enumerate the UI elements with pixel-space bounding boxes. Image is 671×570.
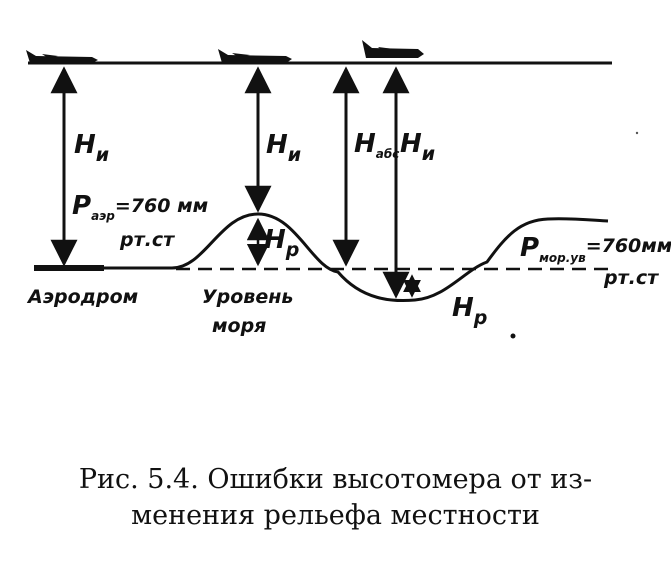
terrain-profile <box>104 212 609 303</box>
h-r-label: Hр <box>264 225 299 261</box>
h-r-label: Hр <box>452 293 487 329</box>
aircraft-icon <box>218 49 292 63</box>
h-i-label: Hи <box>400 129 435 165</box>
sea-level-label: моря <box>212 315 266 337</box>
h-i-label: Hи <box>266 130 301 166</box>
caption-line: менения рельефа местности <box>131 500 540 531</box>
p-aer-label: Pаэр=760 мм <box>72 191 208 223</box>
aircraft-icon <box>26 50 98 63</box>
figure-caption: Рис. 5.4. Ошибки высотомера от из- менен… <box>0 462 671 534</box>
caption-line: Рис. 5.4. Ошибки высотомера от из- <box>78 464 593 495</box>
h-abs-label: Hабс <box>354 129 399 161</box>
sea-level-label: Уровень <box>202 286 293 308</box>
stray-dot <box>635 131 639 135</box>
p-aer-unit: рт.ст <box>119 229 175 251</box>
p-mor-label: Pмор.ув=760мм <box>520 233 671 265</box>
aircraft-icon <box>362 40 424 58</box>
stray-dot <box>510 333 516 339</box>
p-mor-unit: рт.ст <box>603 267 659 289</box>
altimeter-error-diagram: Hи Hи Hабс Hи Hр Hр Pаэр=760 мм рт.ст Pм… <box>26 40 671 339</box>
h-i-label: Hи <box>74 130 109 166</box>
aerodrome-label: Аэродром <box>26 286 138 308</box>
